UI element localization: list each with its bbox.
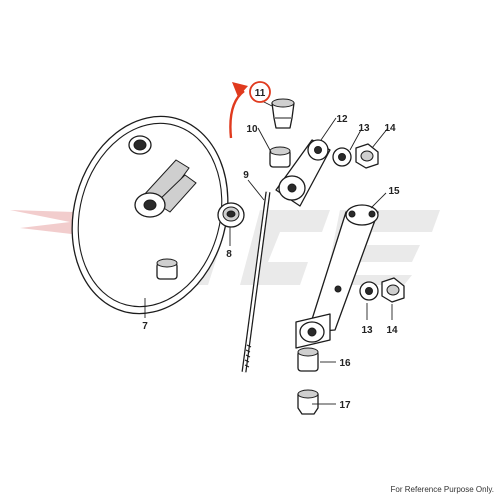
- callout-13b: 13: [361, 325, 373, 336]
- part-7-backing-plate: [71, 115, 229, 315]
- part-11-bush: [271, 98, 295, 129]
- highlight-circle: [249, 81, 271, 103]
- callout-16: 16: [339, 358, 351, 369]
- callout-11: 11: [255, 88, 266, 99]
- part-14b-nut: [381, 277, 405, 303]
- part-8-cap: [217, 202, 245, 228]
- callout-14a: 14: [384, 123, 396, 134]
- callout-12: 12: [336, 114, 348, 125]
- callout-15: 15: [388, 186, 400, 197]
- callout-8: 8: [226, 249, 232, 260]
- part-12-lever: [275, 139, 331, 207]
- part-17-bush: [297, 389, 319, 415]
- leader-lines: [144, 100, 393, 405]
- callout-9: 9: [243, 170, 249, 181]
- callout-7: 7: [142, 321, 148, 332]
- part-13a-washer: [332, 147, 352, 167]
- callout-13a: 13: [358, 123, 370, 134]
- part-14a-nut: [355, 143, 379, 169]
- callout-labels: 7 8 9 10 11 12 13 14 15 13 14 16 17: [142, 88, 400, 411]
- part-16-spacer: [297, 347, 319, 372]
- part-10-spacer: [269, 146, 291, 168]
- callout-14b: 14: [386, 325, 398, 336]
- highlight-arrowhead: [232, 82, 248, 97]
- highlight-arrow: [229, 90, 245, 139]
- callout-17: 17: [339, 400, 351, 411]
- highlight-part-11: [229, 81, 271, 139]
- callout-10: 10: [246, 124, 258, 135]
- reference-note: For Reference Purpose Only.: [390, 485, 494, 494]
- part-15-long-lever: [295, 204, 379, 349]
- part-13b-washer: [359, 281, 379, 301]
- part-9-rod: [241, 191, 271, 373]
